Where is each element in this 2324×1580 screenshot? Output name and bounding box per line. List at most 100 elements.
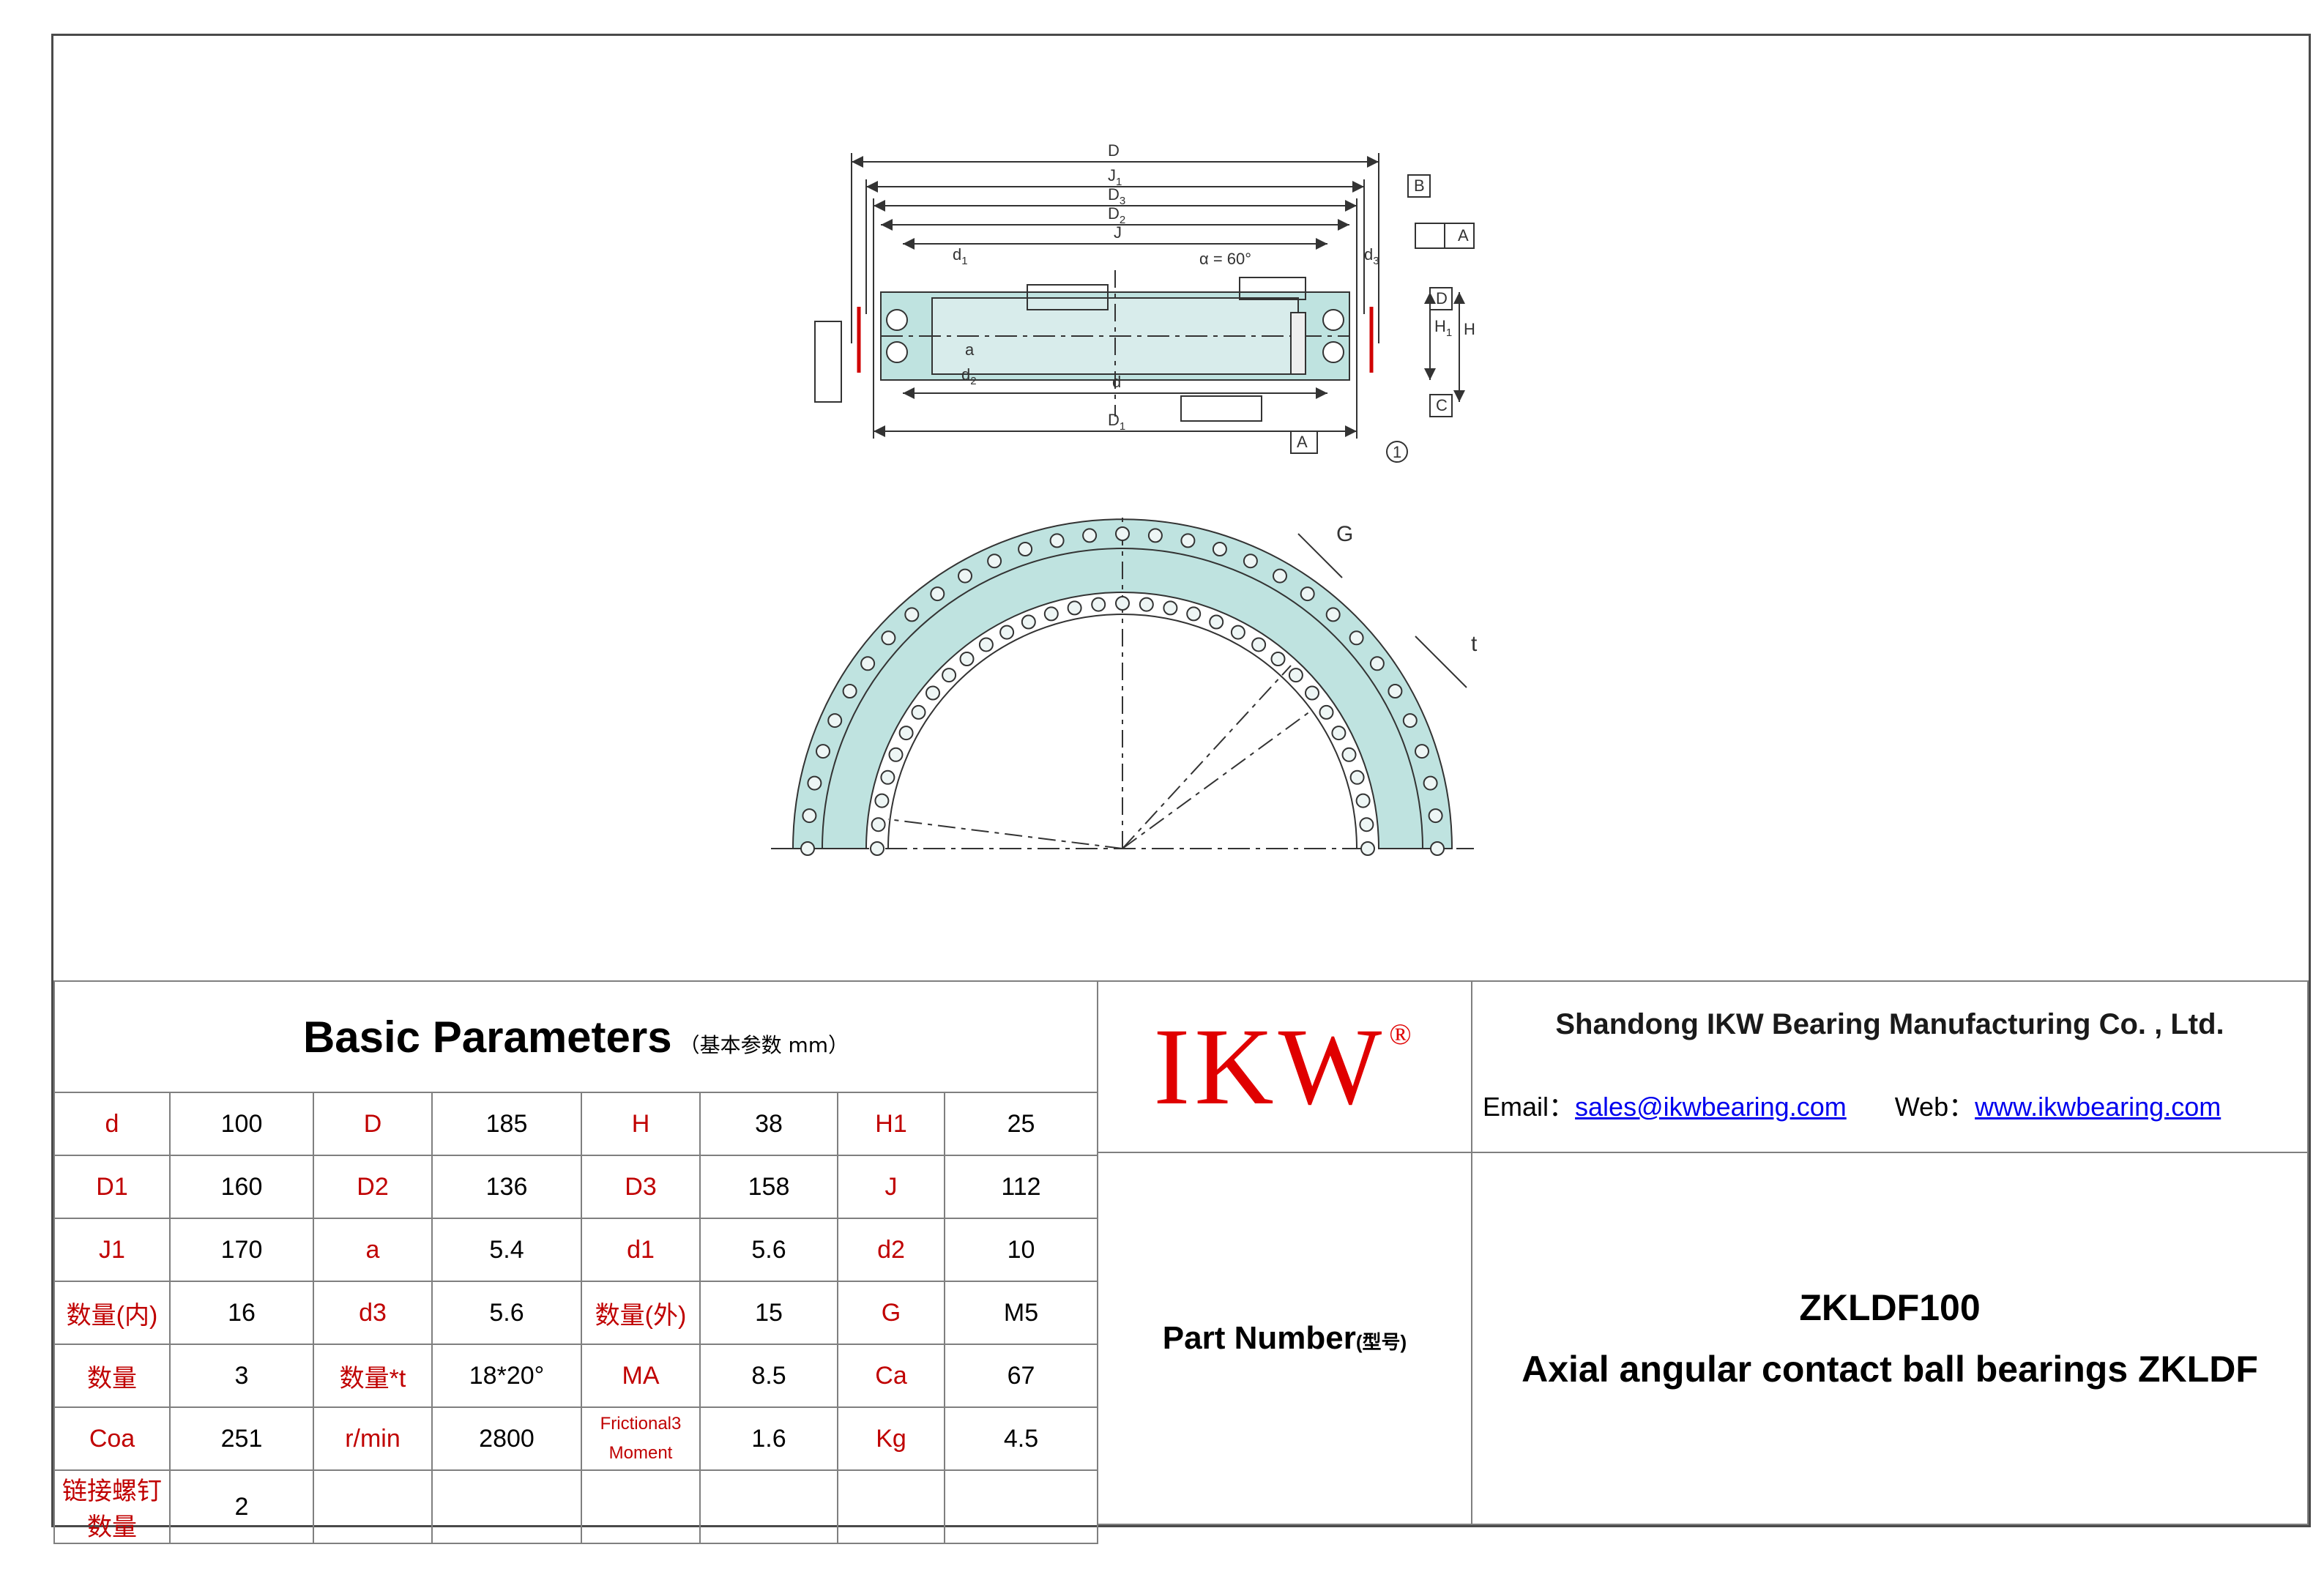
basic-parameters-header: Basic Parameters（基本参数 mm） [53,980,1098,1093]
bolt-hole [1115,596,1130,611]
param-value: 18*20° [431,1344,582,1408]
bolt-hole [1359,817,1374,832]
param-label: 链接螺钉数量 [53,1469,171,1544]
bolt-hole [1049,533,1065,548]
label-G: G [1336,522,1353,546]
bolt-hole [942,668,957,683]
label-H: H [1464,320,1475,338]
bolt-hole [870,841,884,856]
param-value: 112 [944,1155,1098,1219]
label-d: d [1112,373,1121,391]
email-link[interactable]: sales@ikwbearing.com [1575,1092,1847,1122]
param-value: M5 [944,1281,1098,1345]
param-label: D2 [313,1155,433,1219]
bolt-hole [816,744,830,759]
bolt-hole [1388,684,1403,698]
basic-parameters-subtitle: （基本参数 mm） [679,1032,849,1057]
bolt-hole [1139,597,1154,612]
plan-view [771,512,1474,849]
param-value: 5.6 [431,1281,582,1345]
label-H1: H1 [1434,317,1452,339]
bolt-hole [842,684,857,698]
bolt-hole [1209,614,1224,630]
label-d1: d1 [953,245,968,267]
bolt-hole [1325,607,1341,622]
bolt-hole [881,630,896,646]
bolt-hole [1415,744,1429,759]
bolt-hole [1305,685,1319,701]
param-value: 136 [431,1155,582,1219]
bolt-hole [1355,793,1371,808]
bolt-hole [1067,600,1082,616]
param-label: D1 [53,1155,171,1219]
bolt-hole [1270,652,1286,666]
param-label: d1 [581,1218,701,1282]
param-value: 67 [944,1344,1098,1408]
label-d3: d3 [1364,245,1379,267]
label-box-A: A [1458,226,1469,245]
param-label [581,1469,701,1544]
param-value: 100 [169,1092,314,1156]
param-label [837,1469,945,1544]
bolt-hole [1369,656,1385,671]
param-label: D3 [581,1155,701,1219]
bolt-hole [1018,542,1033,556]
bolt-hole [904,607,920,622]
param-value: 10 [944,1218,1098,1282]
param-label: 数量 [53,1344,171,1408]
company-cell: Shandong IKW Bearing Manufacturing Co. ,… [1471,980,2309,1153]
param-value: 5.6 [699,1218,838,1282]
param-value: 170 [169,1218,314,1282]
param-label: H [581,1092,701,1156]
param-label: 数量(内) [53,1281,171,1345]
email-label: Email： [1483,1092,1576,1122]
bolt-hole [1243,554,1258,569]
label-D: D [1108,141,1120,160]
label-box-D: D [1436,289,1448,308]
bolt-hole [1423,775,1438,791]
bolt-hole [1349,630,1364,646]
bolt-hole [1021,614,1036,630]
bolt-hole [888,747,904,762]
param-label: r/min [313,1406,433,1471]
part-number-cell: ZKLDF100 Axial angular contact ball bear… [1471,1152,2309,1525]
label-J: J [1114,223,1122,242]
param-value: 1.6 [699,1406,838,1471]
bolt-hole [987,554,1002,569]
bolt-hole [800,841,815,856]
param-label: Ca [837,1344,945,1408]
param-value: 185 [431,1092,582,1156]
bolt-hole [880,769,895,785]
bolt-hole [874,793,890,808]
technical-drawing: D J1 D3 D2 J d1 d3 d2 d D1 α = 60° a H1 … [771,141,1478,856]
label-alpha: α = 60° [1199,250,1251,268]
registered-mark: ® [1389,1018,1416,1051]
logo-cell: IKW® [1097,980,1472,1153]
bolt-hole [1331,726,1347,741]
bolt-hole [1091,597,1106,612]
bolt-hole [1212,542,1227,556]
param-label: D [313,1092,433,1156]
param-value: 4.5 [944,1406,1098,1471]
company-name: Shandong IKW Bearing Manufacturing Co. ,… [1555,1008,2224,1040]
bolt-hole [1300,586,1315,602]
bolt-hole [925,685,940,701]
param-label: d3 [313,1281,433,1345]
bolt-hole [827,713,843,728]
bolt-hole [1043,606,1059,622]
bolt-hole [802,808,817,824]
param-label: J [837,1155,945,1219]
bolt-hole [1163,600,1178,616]
param-value: 251 [169,1406,314,1471]
bolt-hole [1273,568,1287,584]
label-a: a [965,340,975,359]
bolt-hole [930,586,945,602]
bolt-hole [1251,637,1267,652]
param-label: G [837,1281,945,1345]
web-link[interactable]: www.ikwbearing.com [1975,1092,2221,1122]
